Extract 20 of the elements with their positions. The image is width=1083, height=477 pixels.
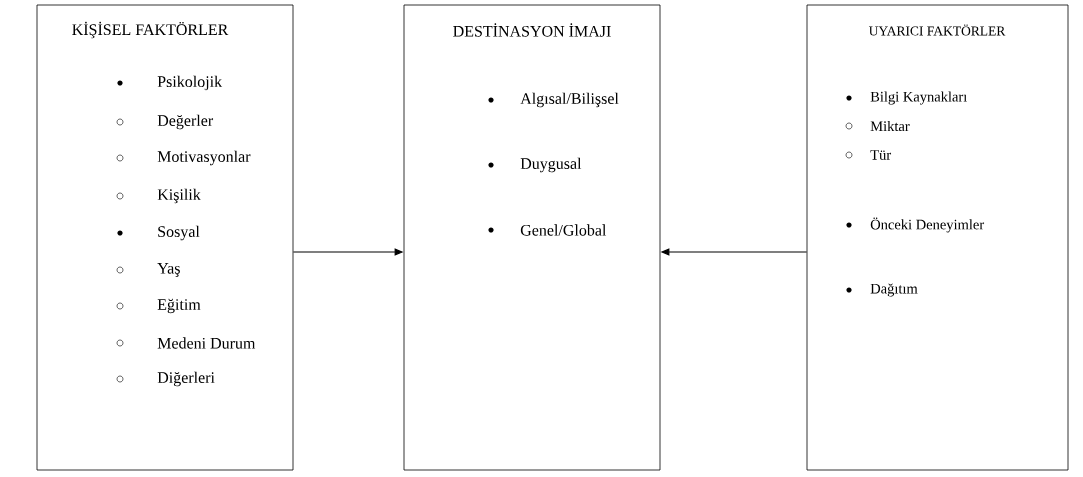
- box-heading: KİŞİSEL FAKTÖRLER: [72, 21, 229, 39]
- list-item: Sosyal: [158, 225, 200, 241]
- list-item: Psikolojik: [157, 75, 223, 91]
- list-item: Motivasyonlar: [157, 150, 251, 166]
- list-item: Yaş: [157, 263, 180, 277]
- list-item: Miktar: [870, 120, 910, 132]
- list-item: Tür: [870, 150, 892, 160]
- list-item: Kişilik: [157, 188, 201, 204]
- list-item: Bilgi Kaynakları: [870, 91, 967, 105]
- box-heading: UYARICI FAKTÖRLER: [869, 24, 1006, 36]
- list-item: Eğitim: [157, 298, 201, 314]
- list-item: Duygusal: [520, 157, 582, 173]
- list-item: Diğerleri: [157, 371, 215, 387]
- list-item: Genel/Global: [520, 224, 607, 236]
- box-heading: DESTİNASYON İMAJI: [453, 23, 611, 37]
- list-item: Dağıtım: [870, 283, 918, 297]
- list-item: Algısal/Bilişsel: [520, 92, 619, 108]
- list-item: Önceki Deneyimler: [870, 217, 985, 233]
- list-item: Değerler: [157, 114, 214, 130]
- list-item: Medeni Durum: [157, 337, 256, 349]
